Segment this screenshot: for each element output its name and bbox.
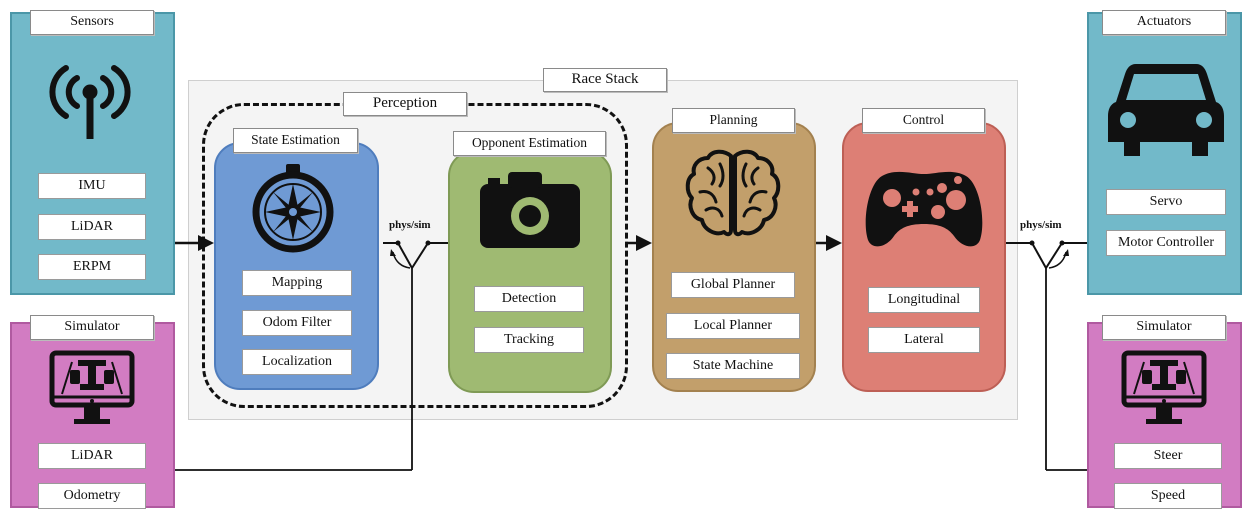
actuators-title: Actuators	[1102, 10, 1226, 35]
simulator-left-item-odometry: Odometry	[38, 483, 146, 509]
planning-item-state-machine: State Machine	[666, 353, 800, 379]
state-item-odom-filter: Odom Filter	[242, 310, 352, 336]
simulator-left-title: Simulator	[30, 315, 154, 340]
simulator-right-title: Simulator	[1102, 315, 1226, 340]
actuator-item-servo: Servo	[1106, 189, 1226, 215]
control-item-longitudinal: Longitudinal	[868, 287, 980, 313]
arrowhead-perception-to-planning	[636, 235, 652, 251]
perception-title: Perception	[343, 92, 467, 116]
sensor-item-lidar: LiDAR	[38, 214, 146, 240]
actuator-item-motor-controller: Motor Controller	[1106, 230, 1226, 256]
switch-right	[1006, 240, 1087, 471]
planning-title: Planning	[672, 108, 795, 133]
gamepad-icon	[865, 171, 983, 247]
sensor-item-erpm: ERPM	[38, 254, 146, 280]
sensors-panel	[10, 12, 175, 295]
race-stack-title: Race Stack	[543, 68, 667, 92]
simulator-left-item-lidar: LiDAR	[38, 443, 146, 469]
state-item-mapping: Mapping	[242, 270, 352, 296]
opponent-estimation-title: Opponent Estimation	[453, 131, 606, 156]
wireless-antenna-icon	[49, 65, 131, 139]
sensors-title: Sensors	[30, 10, 154, 35]
car-icon	[1108, 64, 1224, 156]
race-car-monitor-icon-right	[1121, 350, 1207, 424]
planning-item-local-planner: Local Planner	[666, 313, 800, 339]
sensor-item-imu: IMU	[38, 173, 146, 199]
race-car-monitor-icon	[49, 350, 135, 424]
control-title: Control	[862, 108, 985, 133]
compass-icon	[252, 164, 334, 253]
switch-right-label: phys/sim	[1020, 219, 1062, 231]
control-item-lateral: Lateral	[868, 327, 980, 353]
state-estimation-title: State Estimation	[233, 128, 358, 153]
brain-icon	[685, 149, 781, 237]
opponent-item-detection: Detection	[474, 286, 584, 312]
camera-icon	[480, 172, 580, 248]
opponent-item-tracking: Tracking	[474, 327, 584, 353]
arrowhead-planning-to-control	[826, 235, 842, 251]
arrowhead-sensors-to-state	[198, 235, 214, 251]
planning-item-global-planner: Global Planner	[671, 272, 795, 298]
simulator-right-item-speed: Speed	[1114, 483, 1222, 509]
switch-left-label: phys/sim	[389, 219, 431, 231]
state-item-localization: Localization	[242, 349, 352, 375]
switch-left	[175, 240, 448, 471]
simulator-right-item-steer: Steer	[1114, 443, 1222, 469]
